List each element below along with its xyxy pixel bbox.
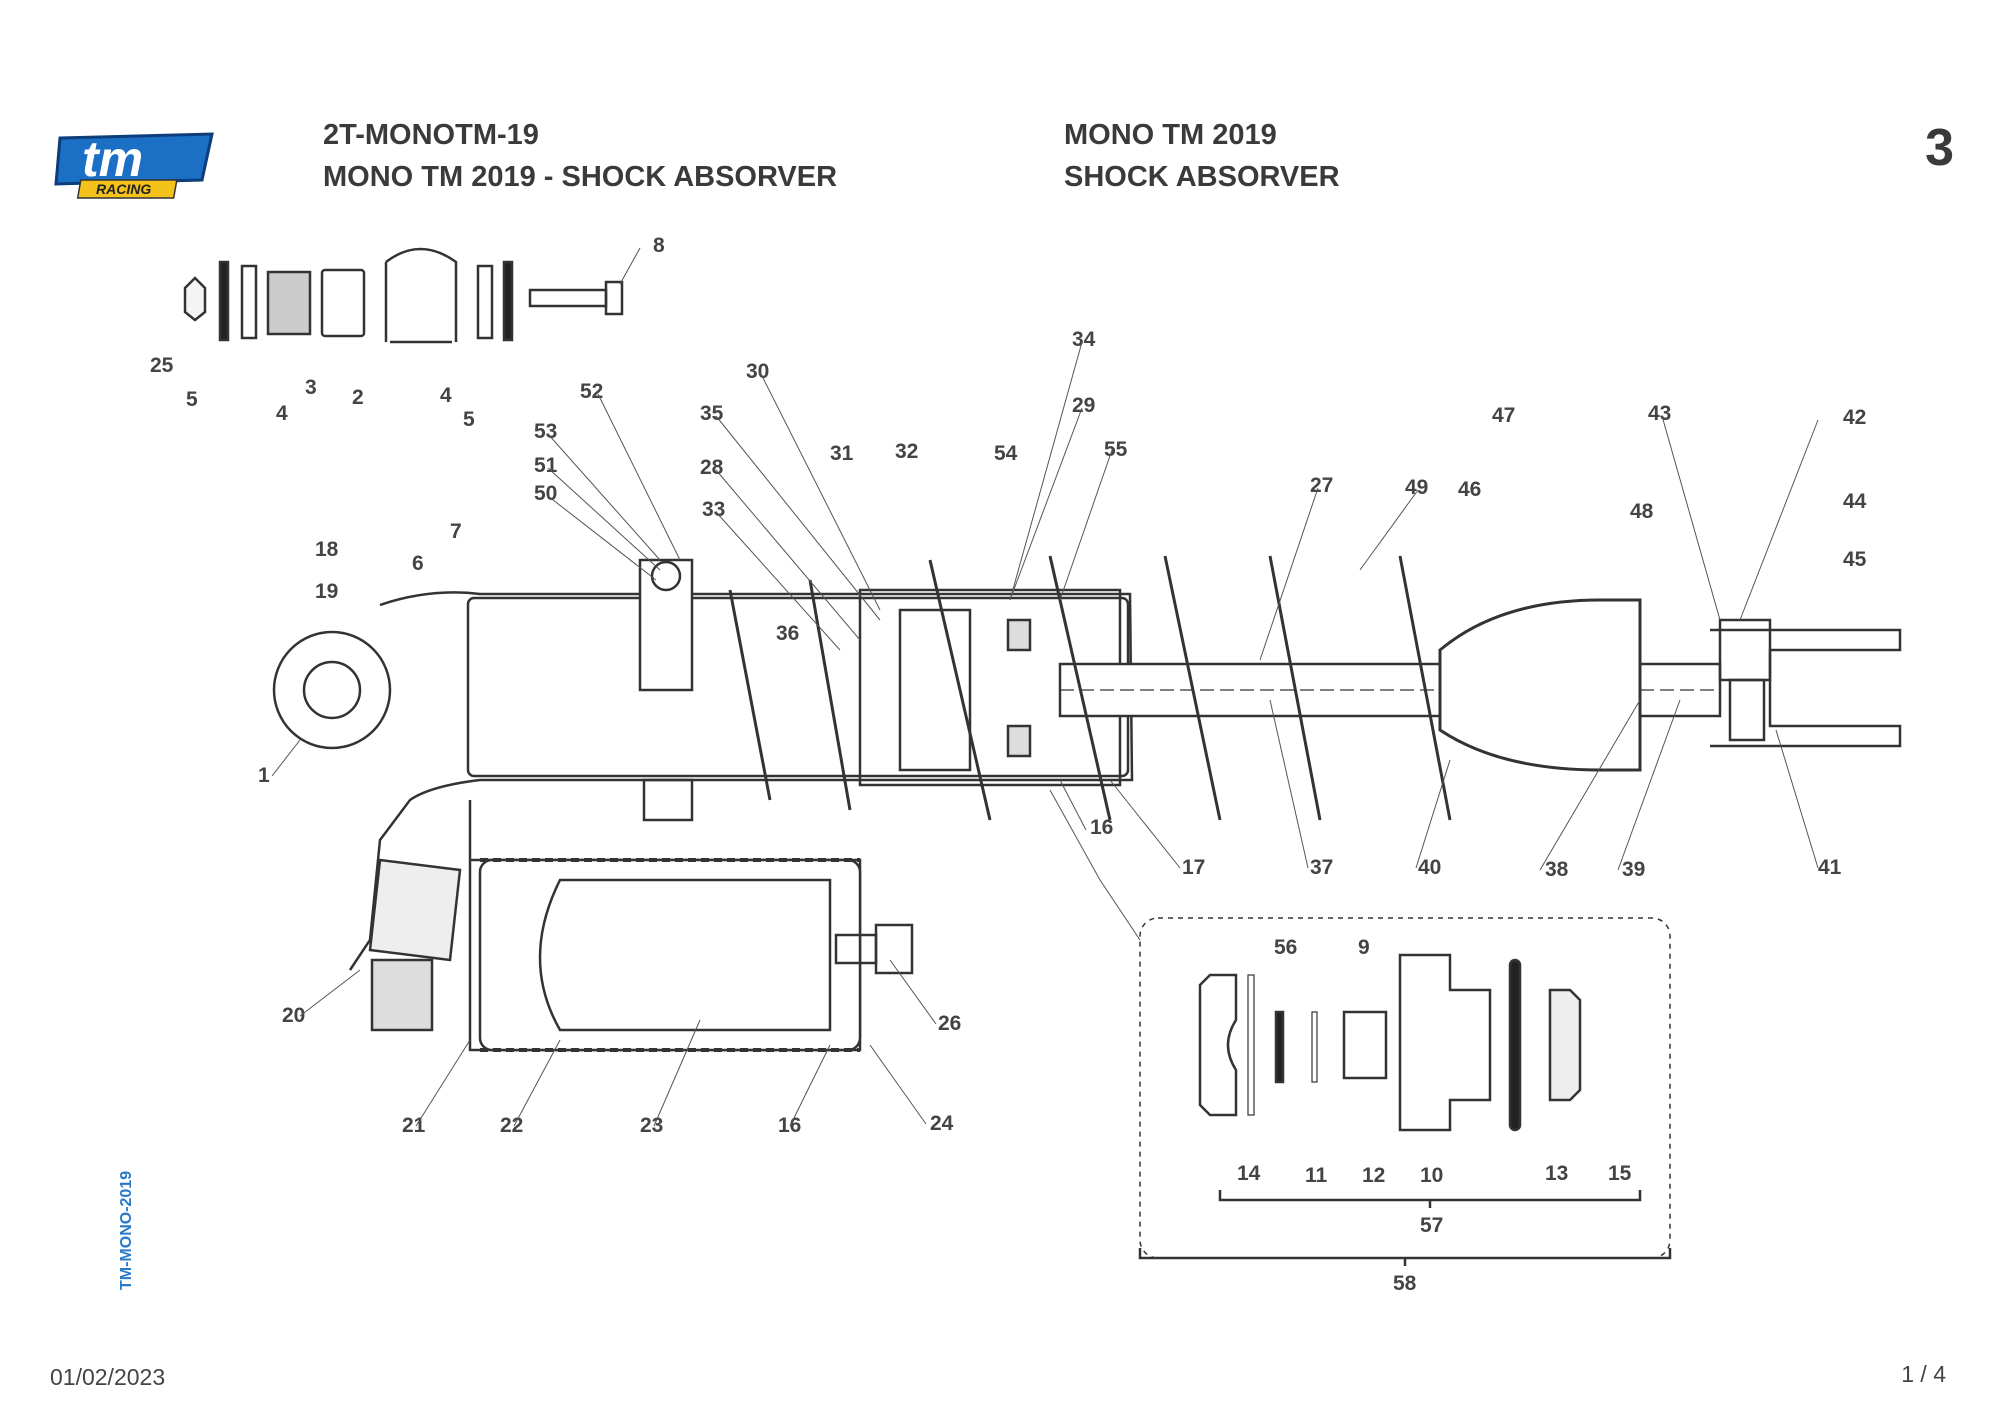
- shock-body: [272, 558, 1134, 971]
- callout-25: 25: [150, 354, 174, 377]
- callout-7: 7: [450, 520, 462, 543]
- callout-52: 52: [580, 380, 603, 403]
- inset-detail: [1138, 917, 1672, 1266]
- top-mount-parts: [183, 247, 624, 344]
- callout-8: 8: [653, 234, 665, 257]
- callout-36: 36: [776, 622, 799, 645]
- catalog-code: 2T-MONOTM-19: [323, 119, 539, 151]
- callout-46: 46: [1458, 478, 1481, 501]
- callout-29: 29: [1072, 394, 1095, 417]
- callout-22: 22: [500, 1114, 523, 1137]
- callout-30: 30: [746, 360, 769, 383]
- footer-pager: 1 / 4: [1901, 1361, 1946, 1387]
- callout-34: 34: [1072, 328, 1096, 351]
- callout-2: 2: [352, 386, 364, 409]
- callout-55: 55: [1104, 438, 1128, 461]
- callout-19: 19: [315, 580, 338, 603]
- callout-44: 44: [1843, 490, 1867, 513]
- adjuster: [368, 858, 462, 1032]
- callout-49: 49: [1405, 476, 1428, 499]
- callout-20: 20: [282, 1004, 305, 1027]
- group-57: 57: [1420, 1214, 1443, 1237]
- callout-4a: 4: [276, 402, 288, 425]
- callout-50: 50: [534, 482, 557, 505]
- callout-26: 26: [938, 1012, 961, 1035]
- callout-3: 3: [305, 376, 317, 399]
- callout-4b: 4: [440, 384, 452, 407]
- page-number: 3: [1925, 119, 1954, 177]
- model-name: MONO TM 2019: [1064, 119, 1277, 151]
- callout-17: 17: [1182, 856, 1205, 879]
- callout-13: 13: [1545, 1162, 1568, 1185]
- group-58: 58: [1393, 1272, 1417, 1295]
- tm-racing-logo: tm RACING: [52, 128, 222, 206]
- callout-38: 38: [1545, 858, 1569, 881]
- callout-24: 24: [930, 1112, 954, 1135]
- callout-16b: 16: [778, 1114, 801, 1137]
- callout-45: 45: [1843, 548, 1867, 571]
- callout-18: 18: [315, 538, 339, 561]
- callout-9: 9: [1358, 936, 1370, 959]
- callout-6: 6: [412, 552, 424, 575]
- callout-27: 27: [1310, 474, 1333, 497]
- callout-48: 48: [1630, 500, 1654, 523]
- section-title: SHOCK ABSORVER: [1064, 161, 1340, 193]
- footer-date: 01/02/2023: [50, 1364, 166, 1390]
- callout-37: 37: [1310, 856, 1333, 879]
- page-title: MONO TM 2019 - SHOCK ABSORVER: [323, 161, 838, 193]
- callout-23: 23: [640, 1114, 663, 1137]
- callout-5a: 5: [186, 388, 198, 411]
- callout-15: 15: [1608, 1162, 1632, 1185]
- callout-33: 33: [702, 498, 725, 521]
- callout-10: 10: [1420, 1164, 1443, 1187]
- callout-11: 11: [1305, 1164, 1328, 1187]
- logo-sub-text: RACING: [96, 181, 151, 197]
- logo-main-text: tm: [82, 131, 143, 187]
- callout-31: 31: [830, 442, 854, 465]
- callout-32: 32: [895, 440, 918, 463]
- callout-1: 1: [258, 764, 270, 787]
- callout-12: 12: [1362, 1164, 1385, 1187]
- callout-43: 43: [1648, 402, 1671, 425]
- callout-56: 56: [1274, 936, 1297, 959]
- callout-41: 41: [1818, 856, 1842, 879]
- callout-40: 40: [1418, 856, 1441, 879]
- callout-35: 35: [700, 402, 724, 425]
- callout-21: 21: [402, 1114, 426, 1137]
- callout-5b: 5: [463, 408, 475, 431]
- callout-54: 54: [994, 442, 1018, 465]
- callout-39: 39: [1622, 858, 1645, 881]
- callout-16a: 16: [1090, 816, 1113, 839]
- callout-47: 47: [1492, 404, 1515, 427]
- callout-14: 14: [1237, 1162, 1261, 1185]
- reservoir: [468, 800, 914, 1052]
- callout-28: 28: [700, 456, 724, 479]
- callout-42: 42: [1843, 406, 1866, 429]
- spring-coils: [728, 555, 1642, 821]
- callout-53: 53: [534, 420, 557, 443]
